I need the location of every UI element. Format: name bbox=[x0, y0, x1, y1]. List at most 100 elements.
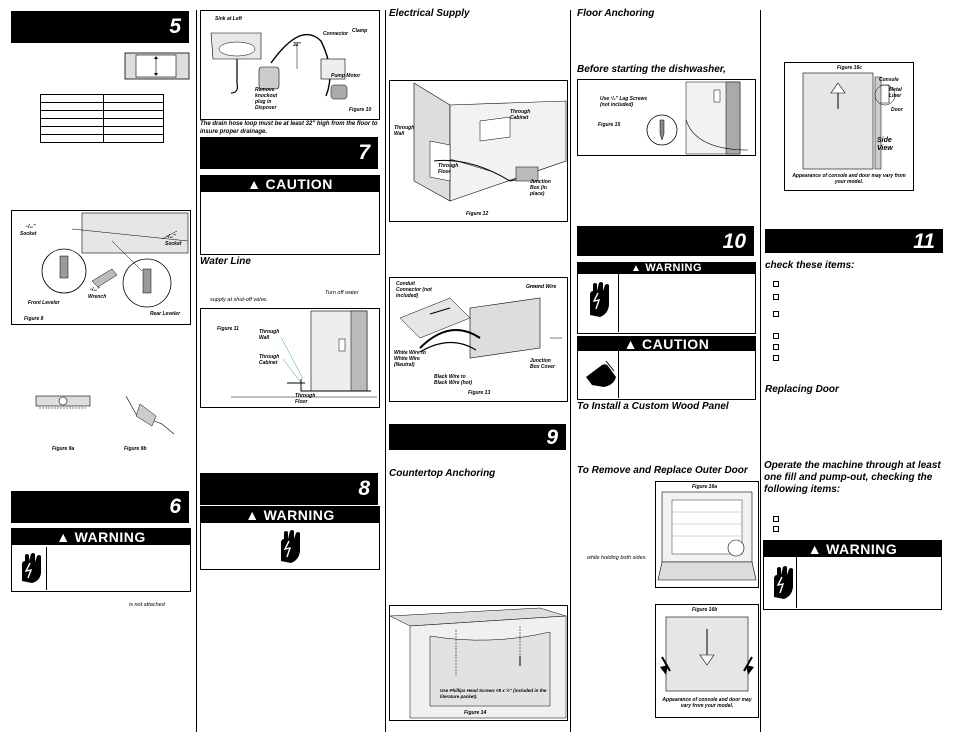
through-floor-label: Through Floor bbox=[295, 393, 316, 405]
shock-hazard-icon bbox=[590, 282, 609, 317]
step-number: 11 bbox=[913, 230, 935, 253]
figure-16a: Figure 16a bbox=[655, 481, 759, 588]
connector-label: Connector bbox=[323, 31, 348, 37]
fig8-socket-left: Socket bbox=[20, 231, 37, 237]
checklist-box bbox=[773, 526, 779, 532]
junction-box-label: Junction Box (in place) bbox=[530, 179, 551, 197]
figure-10: Sink at Left Connector Clamp 32" Remove … bbox=[200, 10, 380, 120]
side-view-label: Side View bbox=[877, 137, 893, 152]
remove-knockout-label: Remove knockout plug in Disposer bbox=[255, 87, 278, 111]
replacing-door-heading: Replacing Door bbox=[765, 384, 839, 395]
figure-11: Figure 11 Through Wall Through Cabinet T… bbox=[200, 308, 380, 408]
appearance-note: Appearance of console and door may vary … bbox=[662, 697, 752, 709]
caution-icon: ▲ bbox=[623, 336, 639, 352]
check-items-heading: check these items: bbox=[765, 260, 855, 271]
caution-banner: ▲CAUTION bbox=[578, 337, 755, 351]
fig9a-caption: Figure 9a bbox=[52, 446, 75, 452]
electrical-supply-heading: Electrical Supply bbox=[389, 8, 470, 19]
step-6-header: 6 bbox=[11, 491, 189, 523]
warning-box-10: ▲WARNING bbox=[577, 262, 756, 334]
step-11-header: 11 bbox=[765, 229, 943, 253]
figure-9a bbox=[35, 395, 91, 409]
shock-hazard-icon bbox=[281, 530, 300, 563]
figure-15: Use ¹/₄" Lag Screws (not included) Figur… bbox=[577, 79, 756, 156]
warning-box-8: ▲WARNING bbox=[200, 506, 380, 570]
column-divider bbox=[196, 10, 197, 732]
fig12-caption: Figure 12 bbox=[466, 211, 489, 217]
shock-hazard-icon bbox=[774, 566, 793, 599]
through-wall-label: Through Wall bbox=[259, 329, 280, 341]
through-wall-label: Through Wall bbox=[394, 125, 415, 137]
warning-icon: ▲ bbox=[245, 507, 260, 523]
figure-12: Through Wall Through Cabinet Through Flo… bbox=[389, 80, 568, 222]
warning-icon: ▲ bbox=[56, 529, 71, 545]
console-label: Console bbox=[879, 77, 899, 83]
figure-9b bbox=[125, 395, 175, 435]
fig15-caption: Figure 15 bbox=[598, 122, 621, 128]
checklist-box bbox=[773, 516, 779, 522]
figure-8: ⁵/₁₆" Socket ⁵/₁₆" Socket ⁵/₁₆" Wrench F… bbox=[11, 210, 191, 325]
through-cabinet-label: Through Cabinet bbox=[510, 109, 531, 121]
column-divider bbox=[385, 10, 386, 732]
turn-off-water-text: Turn off water bbox=[325, 290, 359, 296]
warning-icon: ▲ bbox=[807, 541, 823, 557]
drain-hose-note: The drain hose loop must be at least 32"… bbox=[200, 121, 378, 135]
checklist-box bbox=[773, 294, 779, 300]
step-number: 6 bbox=[169, 495, 181, 518]
figure-13: Conduit Connector (not included) Ground … bbox=[389, 277, 568, 402]
column-divider bbox=[760, 10, 761, 732]
warning-box-11: ▲WARNING bbox=[763, 540, 942, 610]
ground-wire-label: Ground Wire bbox=[526, 284, 557, 290]
fig16b-caption: Figure 16b bbox=[692, 607, 718, 613]
fig16a-caption: Figure 16a bbox=[692, 484, 718, 490]
holding-sides-text: while holding both sides. bbox=[587, 555, 647, 561]
conduit-connector-label: Conduit Connector (not included) bbox=[396, 281, 432, 299]
water-line-heading: Water Line bbox=[200, 256, 251, 267]
junction-box-cover-label: Junction Box Cover bbox=[530, 358, 556, 370]
height-32-label: 32" bbox=[293, 42, 301, 48]
through-cabinet-label: Through Cabinet bbox=[259, 354, 280, 366]
black-wire-label: Black Wire to Black Wire (hot) bbox=[434, 374, 473, 386]
white-wire-label: White Wire to White Wire (Neutral) bbox=[394, 350, 426, 368]
remove-door-heading: To Remove and Replace Outer Door bbox=[577, 465, 748, 476]
caution-box-7: ▲CAUTION bbox=[200, 175, 380, 255]
fig8-frac-right: ⁵/₁₆" bbox=[166, 234, 176, 240]
pump-motor-label: Pump Motor bbox=[331, 73, 361, 79]
clamp-label: Clamp bbox=[352, 28, 368, 34]
countertop-anchoring-heading: Countertop Anchoring bbox=[389, 468, 496, 479]
warning-box-6: ▲WARNING bbox=[11, 528, 191, 592]
checklist-box bbox=[773, 281, 779, 287]
figure-16c: Figure 16c Console Metal Liner Door Side… bbox=[784, 62, 914, 191]
step-7-header: 7 bbox=[200, 137, 378, 169]
fig8-socket-right: Socket bbox=[165, 241, 182, 247]
step-8-header: 8 bbox=[200, 473, 378, 505]
caution-box-10: ▲CAUTION bbox=[577, 336, 756, 400]
warning-banner: ▲WARNING bbox=[764, 541, 941, 557]
not-attached-text: is not attached bbox=[129, 602, 165, 608]
lag-screws-label: Use ¹/₄" Lag Screws (not included) bbox=[600, 96, 648, 108]
fig16c-caption: Figure 16c bbox=[837, 65, 863, 71]
warning-icon: ▲ bbox=[630, 263, 642, 274]
warning-banner: ▲WARNING bbox=[201, 507, 379, 523]
cut-hazard-icon bbox=[586, 360, 616, 387]
step-10-header: 10 bbox=[577, 226, 754, 256]
step-number: 5 bbox=[169, 15, 181, 38]
step-number: 8 bbox=[358, 477, 370, 500]
caution-icon: ▲ bbox=[247, 176, 262, 192]
fig8-frac-left: ⁵/₁₆" bbox=[26, 224, 36, 230]
fig14-caption: Figure 14 bbox=[464, 710, 487, 716]
fig8-wrench: Wrench bbox=[88, 294, 107, 300]
fig8-frac-wrench: ⁵/₁₆" bbox=[90, 287, 100, 293]
fig9b-caption: Figure 9b bbox=[124, 446, 147, 452]
column-divider bbox=[570, 10, 571, 732]
figure-14: Use Phillips Head Screws #8 x ½" (includ… bbox=[389, 605, 568, 721]
fig8-caption: Figure 8 bbox=[24, 316, 44, 322]
fig8-rear-leveler: Rear Leveler bbox=[150, 311, 181, 317]
operate-machine-heading: Operate the machine through at least one… bbox=[764, 460, 941, 495]
fig8-front-leveler: Front Leveler bbox=[28, 300, 60, 306]
fig10-caption: Figure 10 bbox=[349, 107, 372, 113]
floor-anchoring-heading: Floor Anchoring bbox=[577, 8, 655, 19]
dimension-table bbox=[40, 94, 164, 143]
step-5-header: 5 bbox=[11, 11, 189, 43]
appearance-note: Appearance of console and door may vary … bbox=[792, 173, 906, 185]
